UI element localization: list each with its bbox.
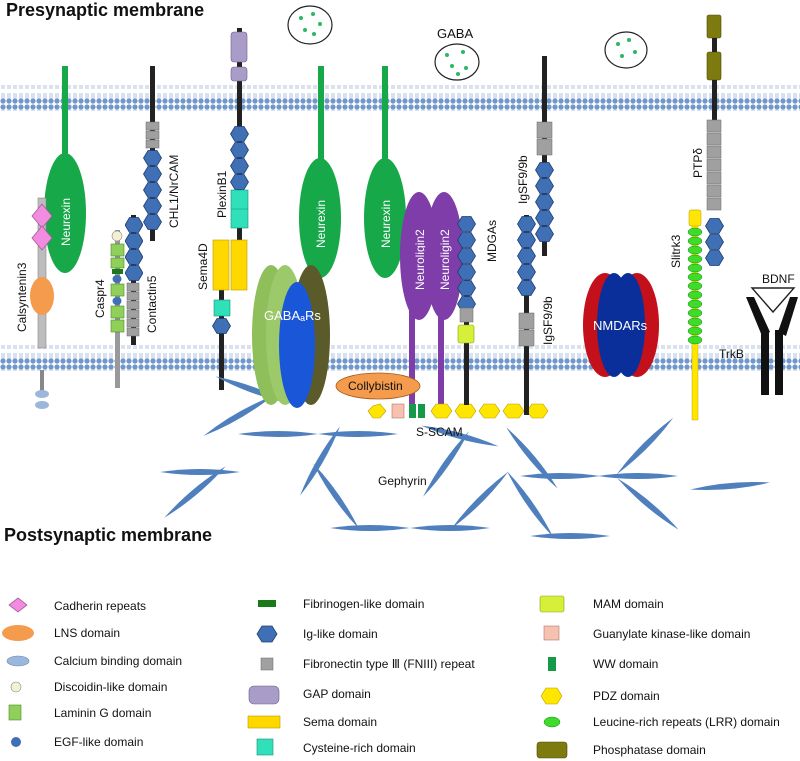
neurexin-2-label: Neurexin xyxy=(314,200,328,248)
neurexin-1-label: Neurexin xyxy=(59,198,73,246)
collybistin-label: Collybistin xyxy=(348,379,403,393)
calcium-binding-icon xyxy=(6,655,30,667)
fibrinogen-icon xyxy=(258,600,276,607)
nmda-receptors: NMDARs xyxy=(583,273,659,377)
gabaars-label: GABAₐRs xyxy=(264,308,321,323)
plexinb1-label: PlexinB1 xyxy=(215,170,229,218)
cysteine-rich-icon xyxy=(256,738,274,756)
chl1-nrcam: CHL1/NrCAM xyxy=(143,66,181,241)
ww-domain-icon xyxy=(548,657,556,671)
phosphatase-domain-icon xyxy=(536,741,568,759)
ptp-delta: PTPδ xyxy=(691,14,724,266)
legend-label: Leucine-rich repeats (LRR) domain xyxy=(593,715,780,729)
legend-label: EGF-like domain xyxy=(54,735,143,749)
caspr4-label: Caspr4 xyxy=(93,279,107,318)
legend-label: MAM domain xyxy=(593,597,664,611)
cadherin-repeat-icon xyxy=(8,597,28,613)
neurexin-3-label: Neurexin xyxy=(379,200,393,248)
gephyrin-label: Gephyrin xyxy=(378,474,427,488)
calsyntenin3: Calsyntenin3 xyxy=(15,197,54,409)
legend-label: Phosphatase domain xyxy=(593,743,706,757)
legend: Cadherin repeats LNS domain Calcium bind… xyxy=(2,595,780,759)
legend-label: Calcium binding domain xyxy=(54,654,182,668)
neurexin-2: Neurexin xyxy=(299,66,341,278)
legend-label: Fibrinogen-like domain xyxy=(303,597,424,611)
ig-like-icon xyxy=(256,625,278,643)
igsf9b-pre-label: IgSF9/9b xyxy=(516,155,530,204)
igsf9b-pre: IgSF9/9b xyxy=(516,56,554,256)
chl1-label: CHL1/NrCAM xyxy=(167,155,181,228)
trkb: TrkB xyxy=(719,297,798,395)
legend-label: WW domain xyxy=(593,657,658,671)
presynaptic-membrane xyxy=(0,85,800,111)
sema4d-label: Sema4D xyxy=(196,243,210,290)
lns-domain-icon xyxy=(2,625,34,641)
fniii-icon xyxy=(260,657,274,671)
sema-domain-icon xyxy=(247,715,281,729)
legend-label: LNS domain xyxy=(54,626,120,640)
neuroligin2-b: Neuroligin2 xyxy=(425,192,463,418)
gap-domain-icon xyxy=(248,685,280,705)
plexinb1: PlexinB1 xyxy=(215,28,249,243)
collybistin: Collybistin xyxy=(335,372,421,400)
lrr-domain-icon xyxy=(543,716,561,728)
mdgas-label: MDGAs xyxy=(485,220,499,262)
calsyntenin3-label: Calsyntenin3 xyxy=(15,262,29,332)
legend-label: Discoidin-like domain xyxy=(54,680,167,694)
igsf9b-post-label: IgSF9/9b xyxy=(541,296,555,345)
pdz-domain-icon xyxy=(540,687,563,705)
legend-label: Cadherin repeats xyxy=(54,599,146,613)
legend-label: Laminin G domain xyxy=(54,706,151,720)
neuroligin2-a-label: Neuroligin2 xyxy=(413,229,427,290)
mdgas: MDGAs xyxy=(457,216,499,405)
trkb-label: TrkB xyxy=(719,347,744,361)
contactin5: Contactin5 xyxy=(125,215,159,345)
ptpd-label: PTPδ xyxy=(691,148,705,178)
postsynaptic-title: Postsynaptic membrane xyxy=(4,525,212,545)
vesicle-2 xyxy=(434,43,480,81)
guanylate-kinase-icon xyxy=(543,625,560,641)
discoidin-icon xyxy=(10,681,22,693)
egf-like-icon xyxy=(11,737,21,747)
legend-label: Sema domain xyxy=(303,715,377,729)
legend-label: Fibronectin type Ⅲ (FNIII) repeat xyxy=(303,657,475,671)
legend-label: Ig-like domain xyxy=(303,627,378,641)
s-scam: S-SCAM xyxy=(367,403,549,439)
bdnf-label: BDNF xyxy=(762,272,795,286)
legend-label: GAP domain xyxy=(303,687,371,701)
slitrk3-label: Slitrk3 xyxy=(669,234,683,268)
laminin-g-icon xyxy=(8,704,22,721)
legend-label: Cysteine-rich domain xyxy=(303,741,416,755)
bdnf: BDNF xyxy=(750,272,796,314)
gabaa-receptors: GABAₐRs xyxy=(252,265,330,408)
presynaptic-title: Presynaptic membrane xyxy=(6,0,204,20)
vesicle-1 xyxy=(287,5,333,45)
sscam-label: S-SCAM xyxy=(416,425,463,439)
caspr4: Caspr4 xyxy=(93,230,125,388)
slitrk3: Slitrk3 xyxy=(669,209,703,421)
legend-label: PDZ domain xyxy=(593,689,660,703)
nmdars-label: NMDARs xyxy=(593,318,648,333)
igsf9b-post: IgSF9/9b xyxy=(517,215,555,415)
neurexin-1: Neurexin xyxy=(44,66,86,273)
sema4d: Sema4D xyxy=(196,239,248,390)
postsynaptic-membrane xyxy=(0,345,800,371)
gaba-label: GABA xyxy=(437,26,473,41)
legend-label: Guanylate kinase-like domain xyxy=(593,627,750,641)
vesicle-3 xyxy=(604,31,648,69)
neurexin-3: Neurexin xyxy=(364,66,406,278)
contactin5-label: Contactin5 xyxy=(145,275,159,333)
neuroligin2-b-label: Neuroligin2 xyxy=(438,229,452,290)
mam-domain-icon xyxy=(539,595,565,613)
